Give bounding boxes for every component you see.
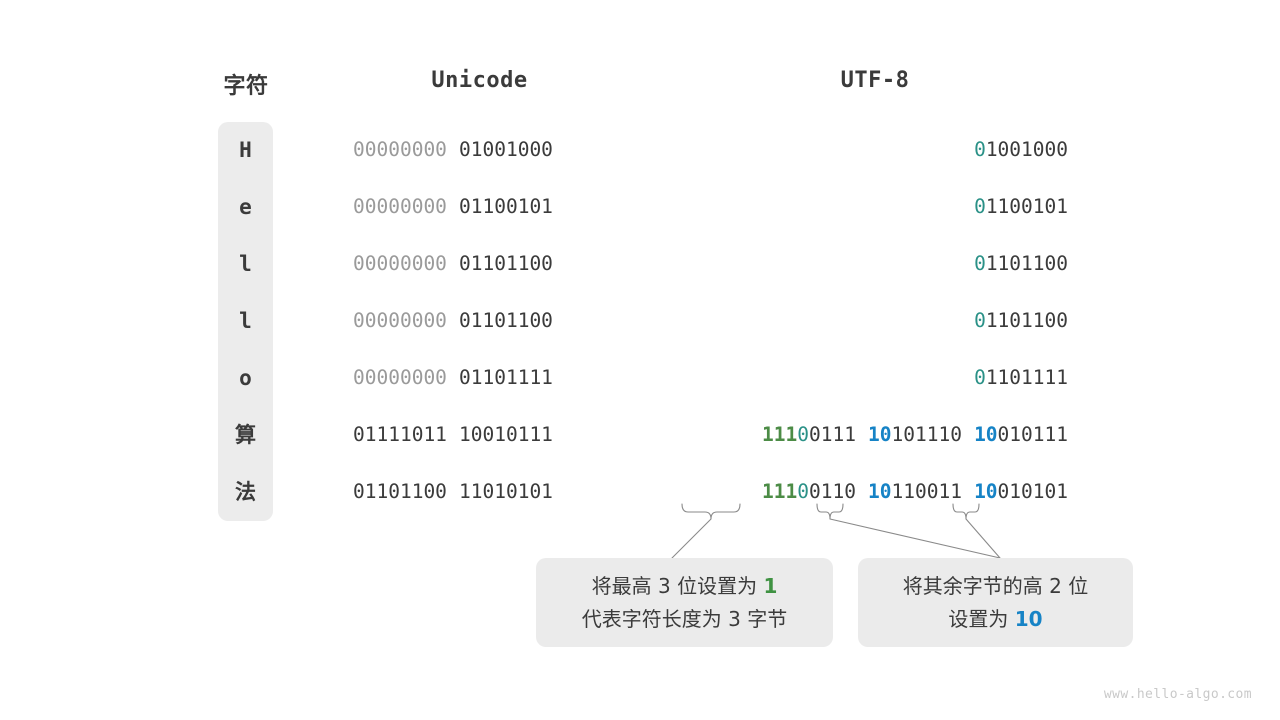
character-column-panel bbox=[218, 122, 273, 521]
utf8-binary-cell: 01100101 bbox=[974, 195, 1068, 218]
column-header-utf8: UTF-8 bbox=[840, 68, 910, 93]
utf8-binary-cell: 01001000 bbox=[974, 138, 1068, 161]
callout-1-line-1-text: 将最高 3 位设置为 bbox=[591, 573, 764, 598]
callout-2-highlight-10: 10 bbox=[1014, 606, 1043, 631]
character-cell: o bbox=[239, 366, 252, 390]
callout-1-highlight-1: 1 bbox=[763, 573, 778, 598]
callout-2-line-1: 将其余字节的高 2 位 bbox=[902, 573, 1089, 598]
utf8-binary-cell: 01101111 bbox=[974, 366, 1068, 389]
utf8-binary-cell: 01101100 bbox=[974, 252, 1068, 275]
callout-2-line-2-text: 设置为 bbox=[948, 606, 1015, 631]
character-cell: e bbox=[239, 195, 252, 219]
character-cell: 法 bbox=[235, 480, 256, 504]
utf8-binary-cell: 01101100 bbox=[974, 309, 1068, 332]
callout-2-line-2: 设置为 10 bbox=[948, 603, 1042, 636]
character-cell: H bbox=[239, 138, 252, 162]
character-cell: l bbox=[239, 309, 252, 333]
column-header-character: 字符 bbox=[223, 74, 269, 99]
callout-lead-byte-note: 将最高 3 位设置为 1 代表字符长度为 3 字节 bbox=[536, 558, 833, 647]
character-cell: 算 bbox=[235, 423, 256, 447]
callout-1-line-2: 代表字符长度为 3 字节 bbox=[581, 606, 788, 631]
callout-1-line-1: 将最高 3 位设置为 1 bbox=[592, 570, 778, 603]
callout-continuation-byte-note: 将其余字节的高 2 位 设置为 10 bbox=[858, 558, 1133, 647]
site-watermark: www.hello-algo.com bbox=[1103, 687, 1252, 702]
character-cell: l bbox=[239, 252, 252, 276]
column-header-unicode: Unicode bbox=[431, 68, 528, 93]
